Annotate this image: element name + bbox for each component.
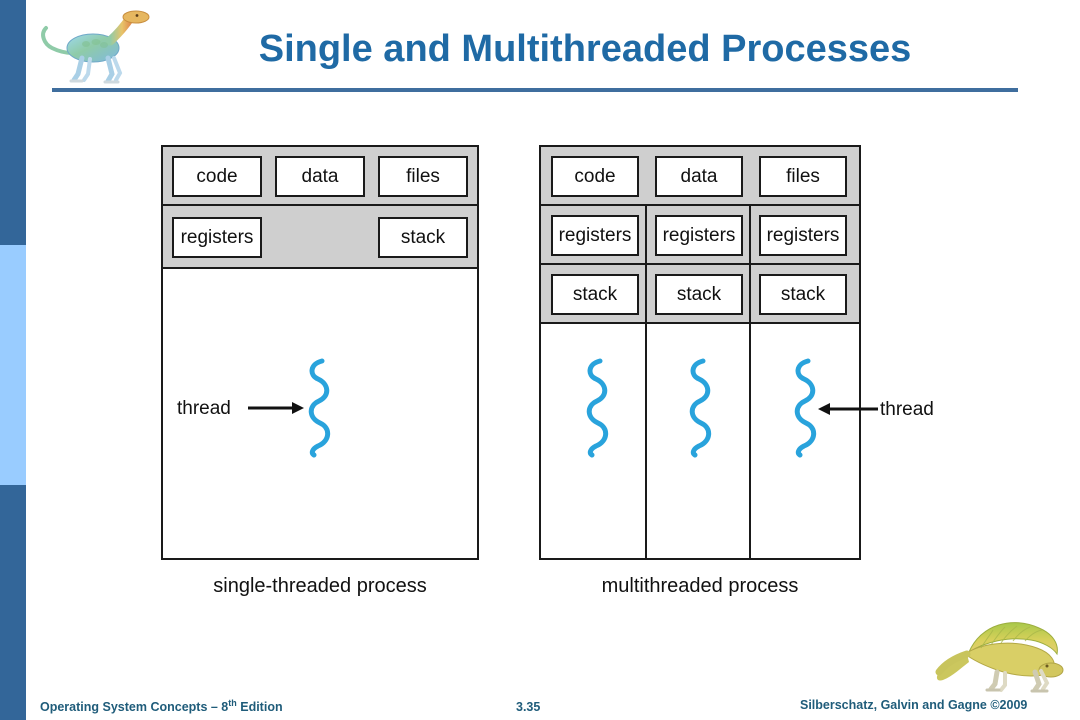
cell-stack: stack [378,217,468,258]
dinosaur-icon-bottom [935,608,1075,693]
cell-code: code [172,156,262,197]
cell-registers: registers [655,215,743,256]
thread-squiggle-multi-2 [681,358,721,458]
thread-arrow-single [248,400,304,416]
dinosaur-icon-top [38,8,156,86]
thread-squiggle-multi-1 [578,358,618,458]
caption-single-threaded: single-threaded process [213,575,427,597]
cell-registers: registers [172,217,262,258]
cell-files: files [378,156,468,197]
footer-edition: Operating System Concepts – 8th Edition [40,698,283,714]
footer-page-number: 3.35 [516,700,541,714]
footer-edition-main: Operating System Concepts – 8 [40,700,229,715]
cell-stack: stack [655,274,743,315]
footer-copyright: Silberschatz, Galvin and Gagne ©2009 [800,698,1028,712]
cell-data: data [655,156,743,197]
cell-data: data [275,156,365,197]
thread-squiggle-single [300,358,340,458]
title-underline [52,88,1018,92]
page-title: Single and Multithreaded Processes [258,28,912,70]
sidebar-band-top [0,0,26,245]
cell-registers: registers [551,215,639,256]
caption-multithreaded: multithreaded process [601,575,799,597]
thread-squiggle-multi-3 [786,358,826,458]
multi-column-divider-1 [645,206,647,558]
multi-column-divider-2 [749,206,751,558]
footer-edition-ordinal: th [228,698,237,708]
multithreaded-process-frame: code data files registers registers regi… [539,145,861,560]
thread-label-multi: thread [880,399,934,420]
cell-stack: stack [551,274,639,315]
thread-arrow-multi [818,401,878,417]
cell-stack: stack [759,274,847,315]
cell-registers: registers [759,215,847,256]
cell-code: code [551,156,639,197]
cell-files: files [759,156,847,197]
single-threaded-process-frame: code data files registers stack [161,145,479,560]
sidebar-band-bottom [0,485,26,720]
sidebar-band-middle [0,245,26,485]
footer-edition-tail: Edition [236,700,283,715]
thread-label-single: thread [177,398,231,419]
